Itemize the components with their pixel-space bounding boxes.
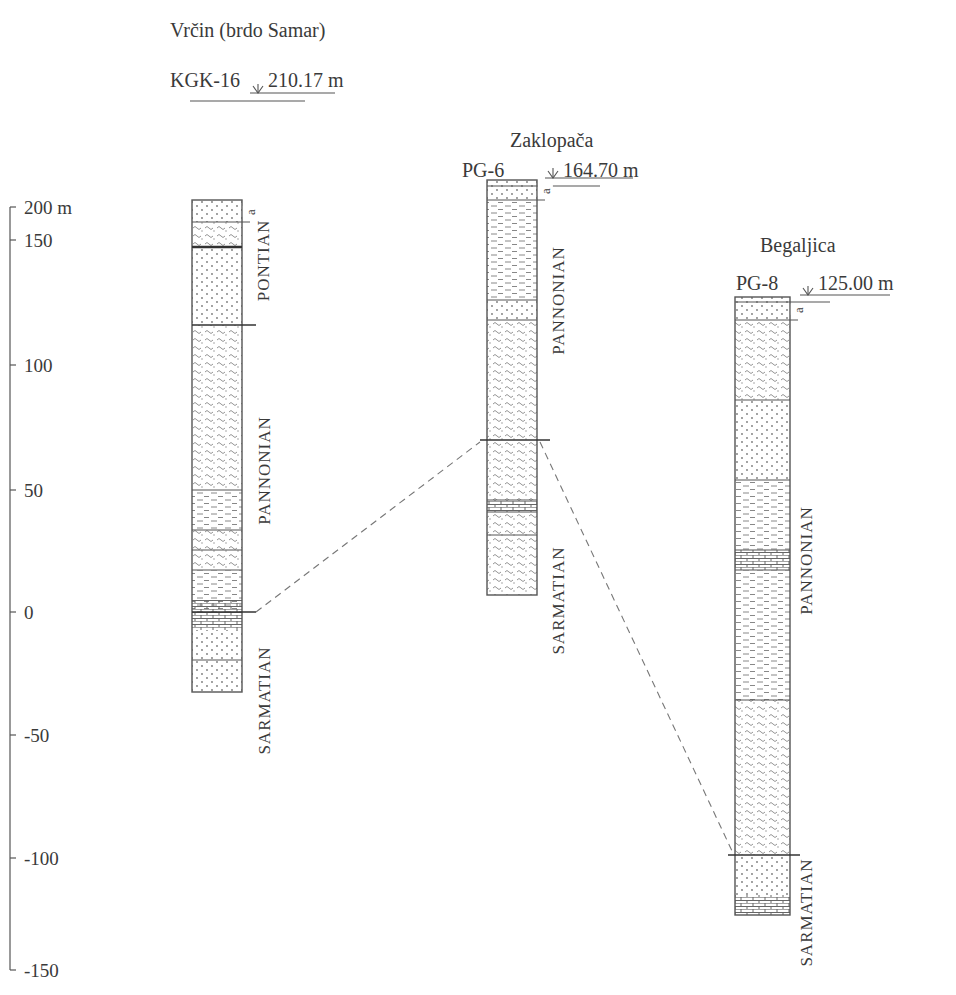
collar-elevation: 125.00 m bbox=[818, 273, 894, 293]
borehole-id: PG-6 bbox=[462, 160, 504, 180]
site-name: Begaljica bbox=[760, 235, 836, 255]
axis-value: -50 bbox=[24, 726, 49, 745]
collar-elevation: 210.17 m bbox=[268, 70, 344, 90]
axis-value: -150 bbox=[24, 961, 59, 980]
unit-mark: a bbox=[538, 185, 553, 196]
stage-name: PANNONIAN bbox=[549, 244, 568, 357]
axis-value: 0 bbox=[24, 603, 34, 622]
stage-name: SARMATIAN bbox=[255, 644, 274, 756]
stage-name: PONTIAN bbox=[254, 217, 273, 303]
stage-name: SARMATIAN bbox=[549, 544, 568, 656]
site-name: Zaklopača bbox=[510, 130, 593, 150]
unit-mark: a bbox=[243, 206, 258, 217]
axis-value: 100 bbox=[24, 356, 53, 375]
collar-elevation: 164.70 m bbox=[563, 160, 639, 180]
axis-value: 150 bbox=[24, 231, 53, 250]
axis-value: -100 bbox=[24, 849, 59, 868]
axis-value: 50 bbox=[24, 481, 43, 500]
borehole-id: PG-8 bbox=[736, 273, 778, 293]
axis-value: 200 m bbox=[24, 198, 72, 217]
unit-mark: a bbox=[791, 304, 806, 315]
borehole-id: KGK-16 bbox=[170, 70, 240, 90]
stage-name: PANNONIAN bbox=[797, 504, 816, 617]
site-name: Vrčin (brdo Samar) bbox=[170, 20, 325, 40]
stage-name: SARMATIAN bbox=[797, 856, 816, 968]
stage-name: PANNONIAN bbox=[255, 414, 274, 527]
